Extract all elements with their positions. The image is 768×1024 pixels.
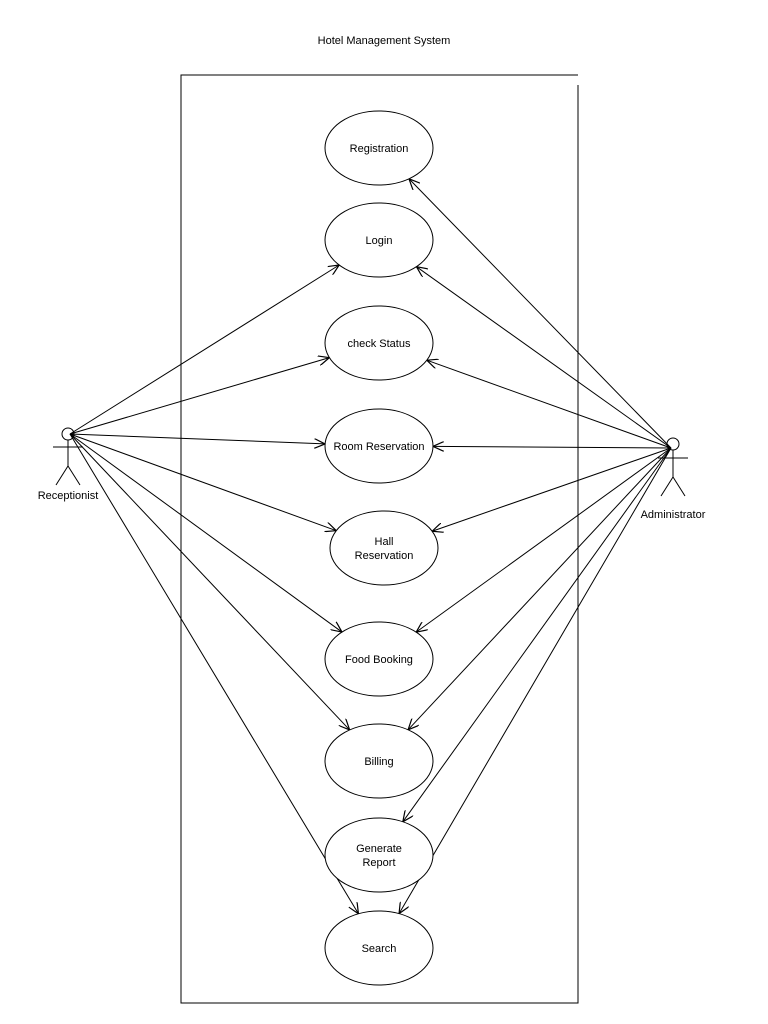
use-case-label: Hall — [375, 536, 394, 548]
use-case-label: Generate — [356, 843, 402, 855]
use-case-label: Login — [366, 235, 393, 247]
administrator-label: Administrator — [641, 509, 706, 521]
use-case-food-booking[interactable]: Food Booking — [324, 621, 434, 697]
association-receptionist-billing — [69, 433, 350, 730]
diagram-title: Hotel Management System — [318, 35, 451, 47]
association-administrator-login — [416, 267, 672, 449]
use-case-label: Reservation — [355, 550, 414, 562]
association-receptionist-food-booking — [69, 433, 342, 632]
association-administrator-room-reservation — [433, 446, 672, 448]
use-case-label: Food Booking — [345, 654, 413, 666]
use-case-ellipse — [324, 305, 434, 381]
use-case-label: Report — [362, 857, 395, 869]
use-case-login[interactable]: Login — [324, 202, 434, 278]
association-administrator-billing — [408, 447, 672, 730]
use-case-ellipse — [324, 202, 434, 278]
association-administrator-hall-reservation — [432, 447, 672, 531]
association-administrator-search — [399, 447, 672, 914]
association-receptionist-check-status — [69, 358, 329, 435]
association-administrator-registration — [409, 179, 672, 449]
use-case-ellipse — [324, 110, 434, 186]
associations — [69, 179, 672, 914]
system-boundary — [180, 74, 579, 1004]
association-administrator-check-status — [427, 360, 672, 449]
receptionist-label: Receptionist — [38, 490, 99, 502]
use-case-ellipse — [324, 817, 434, 893]
use-case-label: Registration — [350, 143, 409, 155]
use-case-billing[interactable]: Billing — [324, 723, 434, 799]
association-administrator-generate-report — [403, 447, 672, 822]
administrator-head-icon — [666, 437, 680, 451]
use-case-label: Room Reservation — [333, 441, 424, 453]
association-receptionist-room-reservation — [69, 433, 325, 444]
use-case-ellipse — [324, 723, 434, 799]
association-administrator-food-booking — [416, 447, 672, 632]
association-receptionist-hall-reservation — [69, 433, 336, 531]
use-case-ellipse — [324, 910, 434, 986]
use-case-search[interactable]: Search — [324, 910, 434, 986]
use-case-ellipse — [324, 408, 434, 484]
use-case-ellipse — [324, 621, 434, 697]
use-case-label: Billing — [364, 756, 393, 768]
administrator-actor[interactable] — [658, 437, 688, 497]
use-case-label: check Status — [348, 338, 411, 350]
use-case-check-status[interactable]: check Status — [324, 305, 434, 381]
use-case-room-reservation[interactable]: Room Reservation — [324, 408, 434, 484]
use-case-ellipse — [329, 510, 439, 586]
use-case-registration[interactable]: Registration — [324, 110, 434, 186]
association-receptionist-login — [69, 265, 339, 435]
receptionist-actor[interactable] — [53, 427, 83, 486]
use-case-label: Search — [362, 943, 397, 955]
association-receptionist-search — [69, 433, 358, 914]
